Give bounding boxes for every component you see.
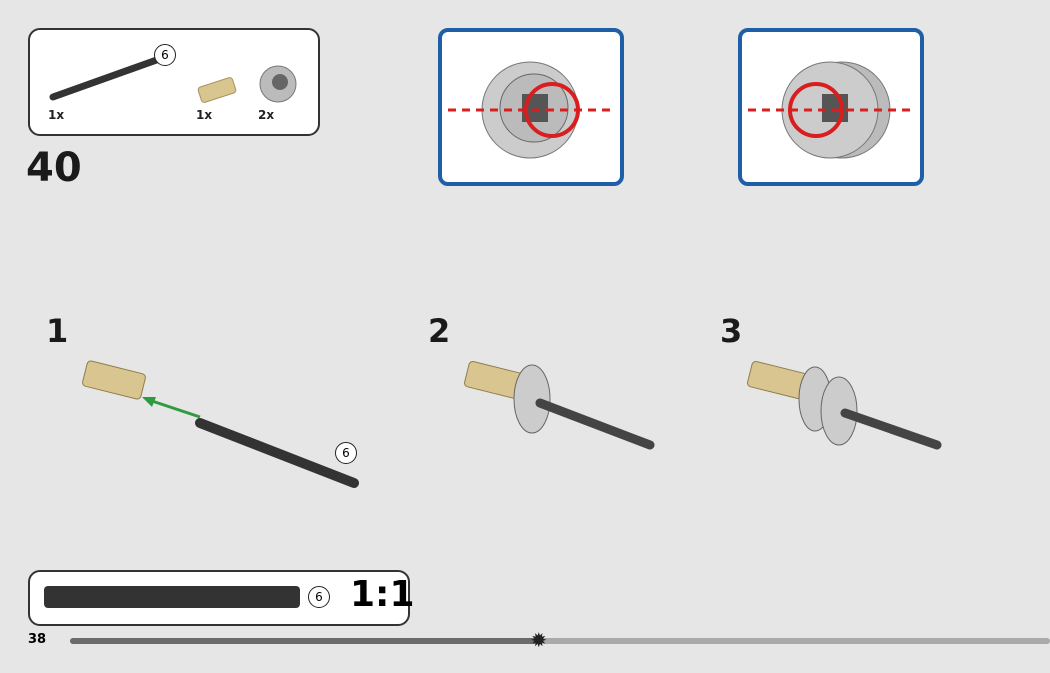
substep-2-illustration: [464, 360, 655, 450]
bush-qty: 2x: [258, 108, 275, 122]
bush-part-image: [259, 65, 297, 103]
progress-bar: [70, 638, 1050, 644]
page-number: 38: [28, 632, 47, 647]
substep-1-illustration: [82, 360, 359, 488]
connector-qty: 1x: [196, 108, 213, 122]
axle-length-reference: 6 1:1: [28, 570, 415, 626]
substep-1-label: 1: [46, 312, 69, 350]
axle-length-badge: 6: [335, 442, 357, 464]
connector-part-image: [197, 77, 237, 103]
axle-part-image: [49, 53, 169, 101]
axle-length-badge: 6: [308, 586, 330, 608]
substep-3-label: 3: [720, 312, 743, 350]
substep-3-illustration: [747, 360, 942, 450]
bush-orientation-image: [748, 61, 914, 159]
scale-label: 1:1: [350, 574, 415, 615]
axle-qty: 1x: [48, 108, 65, 122]
step-number: 40: [26, 145, 82, 191]
bush-orientation-image: [448, 61, 614, 159]
progress-fill: [70, 638, 541, 644]
parts-list: 6 1x 1x 2x: [28, 28, 320, 136]
axle-length-badge: 6: [154, 44, 176, 66]
progress-marker-icon: ✹: [530, 628, 548, 652]
axle-scale-image: [44, 586, 300, 608]
substep-2-label: 2: [428, 312, 451, 350]
callout-orientation-2: [738, 28, 924, 186]
callout-orientation-1: [438, 28, 624, 186]
